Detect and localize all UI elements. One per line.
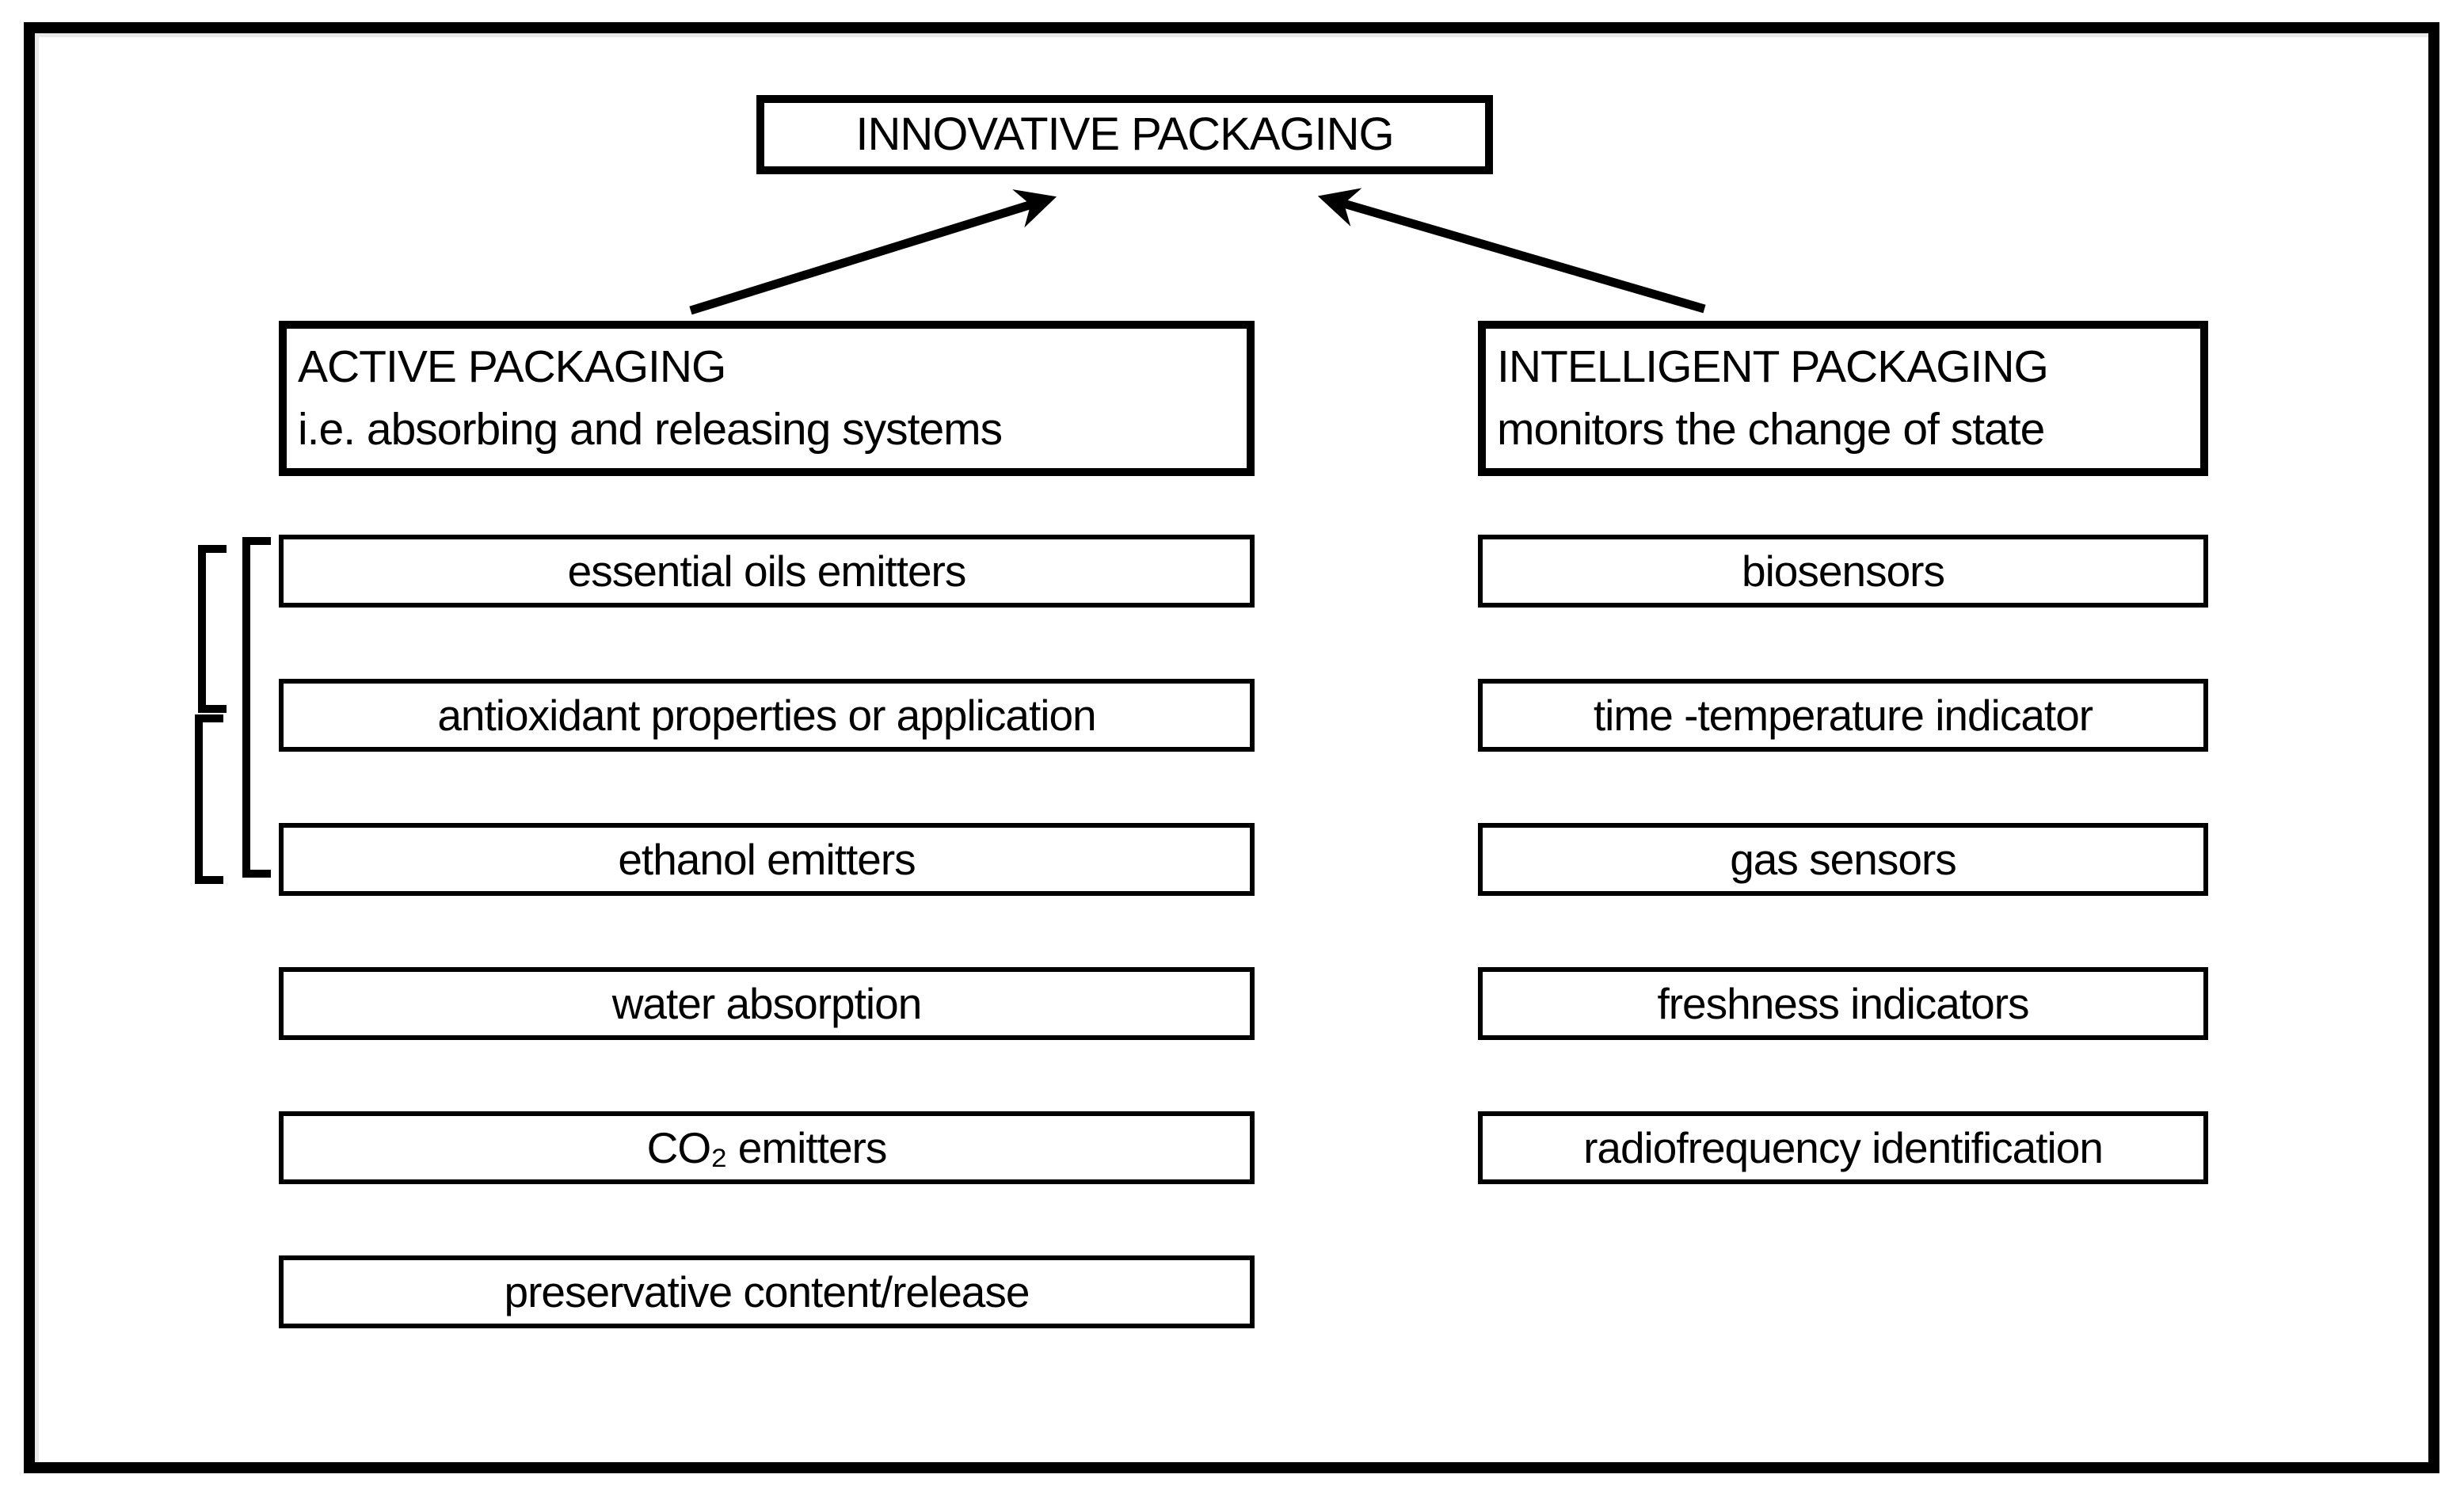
item-label: gas sensors	[1730, 834, 1957, 884]
active-item-box-essential-oils: essential oils emitters	[279, 535, 1255, 608]
active-item-box-ethanol: ethanol emitters	[279, 823, 1255, 896]
root-label: INNOVATIVE PACKAGING	[855, 109, 1394, 161]
inner-bracket	[242, 537, 271, 878]
intelligent-item-box-biosensors: biosensors	[1478, 535, 2208, 608]
item-label: radiofrequency identification	[1583, 1122, 2104, 1172]
intelligent-packaging-box: INTELLIGENT PACKAGING monitors the chang…	[1478, 321, 2208, 476]
active-packaging-box: ACTIVE PACKAGING i.e. absorbing and rele…	[279, 321, 1255, 476]
item-label: water absorption	[611, 978, 923, 1028]
active-item-box-co2-emitters: CO₂ emitters	[279, 1111, 1255, 1184]
item-label: ethanol emitters	[618, 834, 916, 884]
item-label: biosensors	[1742, 546, 1945, 596]
intelligent-item-box-gas-sensors: gas sensors	[1478, 823, 2208, 896]
active-packaging-subtitle: i.e. absorbing and releasing systems	[298, 404, 1003, 455]
outer-bracket-bottom	[195, 714, 223, 884]
item-label: antioxidant properties or application	[437, 690, 1096, 740]
intelligent-item-box-time-temperature: time -temperature indicator	[1478, 679, 2208, 752]
outer-frame	[24, 22, 2439, 1473]
intelligent-packaging-subtitle: monitors the change of state	[1497, 404, 2045, 455]
intelligent-packaging-title: INTELLIGENT PACKAGING	[1497, 341, 2049, 392]
root-box-innovative-packaging: INNOVATIVE PACKAGING	[756, 95, 1493, 174]
item-label: preservative content/release	[504, 1267, 1030, 1316]
item-label: freshness indicators	[1657, 978, 2029, 1028]
item-label: CO₂ emitters	[646, 1122, 888, 1172]
item-label: essential oils emitters	[567, 546, 967, 596]
intelligent-item-box-freshness: freshness indicators	[1478, 967, 2208, 1040]
intelligent-item-box-rfid: radiofrequency identification	[1478, 1111, 2208, 1184]
outer-bracket-top	[198, 545, 227, 713]
active-item-box-preservative: preservative content/release	[279, 1255, 1255, 1328]
active-item-box-water-absorption: water absorption	[279, 967, 1255, 1040]
active-packaging-title: ACTIVE PACKAGING	[298, 341, 726, 392]
item-label: time -temperature indicator	[1593, 690, 2093, 740]
active-item-box-antioxidant: antioxidant properties or application	[279, 679, 1255, 752]
